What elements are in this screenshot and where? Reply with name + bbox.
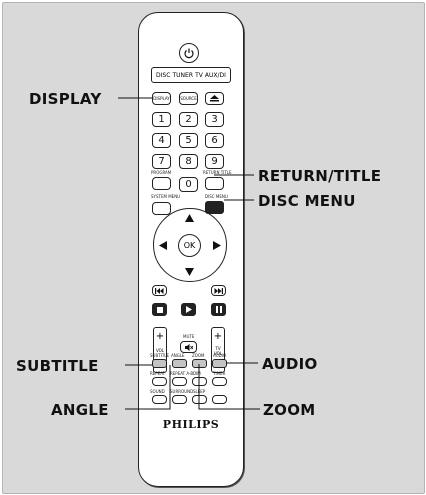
digit-0-button[interactable]: 0 <box>179 177 198 192</box>
play-button[interactable] <box>181 303 196 316</box>
nav-ring <box>153 208 227 282</box>
surround-button[interactable] <box>172 395 187 404</box>
extra-button[interactable] <box>212 395 227 404</box>
angle-button[interactable] <box>172 359 187 368</box>
repeat-ab-label: REPEAT A-B <box>170 371 194 376</box>
digit-6-button[interactable]: 6 <box>205 133 224 148</box>
tv-vol-label: TV VOL <box>213 346 223 356</box>
program-label: PROGRAM <box>151 170 172 175</box>
digit-2-button[interactable]: 2 <box>179 112 198 127</box>
mute-label: MUTE <box>183 334 195 339</box>
previous-icon <box>155 287 164 294</box>
arrow-right-icon[interactable] <box>213 241 221 250</box>
arrow-left-icon[interactable] <box>159 241 167 250</box>
source-button[interactable]: SOURCE <box>179 92 198 105</box>
arrow-up-icon[interactable] <box>185 214 194 222</box>
surround-label: SURROUND <box>170 389 194 394</box>
timer-label: TIMER <box>213 371 226 376</box>
brand-logo: PHILIPS <box>162 418 220 431</box>
mute-icon <box>184 343 193 351</box>
pause-icon <box>215 306 222 313</box>
callout-display: DISPLAY <box>29 90 102 108</box>
ok-button[interactable]: OK <box>178 234 201 257</box>
callout-zoom: ZOOM <box>263 401 316 419</box>
system-menu-label: SYSTEM MENU <box>151 194 181 199</box>
source-key-tuner[interactable]: TUNER <box>172 71 193 79</box>
callout-angle: ANGLE <box>51 401 109 419</box>
repeat-button[interactable] <box>152 377 167 386</box>
digit-5-button[interactable]: 5 <box>179 133 198 148</box>
source-key-aux[interactable]: AUX/DI <box>204 71 226 79</box>
timer-button[interactable] <box>212 377 227 386</box>
angle-key-label: ANGLE <box>171 353 185 358</box>
vol-label: VOL <box>155 348 165 353</box>
source-key-disc[interactable]: DISC <box>156 71 171 79</box>
next-icon <box>214 287 223 294</box>
remote-control: DISC TUNER TV AUX/DI DISPLAY SOURCE 1 2 … <box>138 12 244 487</box>
digit-4-button[interactable]: 4 <box>152 133 171 148</box>
eject-button[interactable] <box>205 92 224 105</box>
return-title-button[interactable] <box>205 177 224 190</box>
pause-button[interactable] <box>211 303 226 316</box>
return-title-label: RETURN TITLE <box>203 170 232 175</box>
callout-return-title: RETURN/TITLE <box>258 167 382 185</box>
repeat-label: REPEAT <box>150 371 166 376</box>
dim-label: DIM <box>193 371 201 376</box>
callout-audio: AUDIO <box>262 355 318 373</box>
callout-subtitle: SUBTITLE <box>16 357 99 375</box>
power-button[interactable] <box>179 43 199 63</box>
stop-icon <box>156 306 163 313</box>
digit-1-button[interactable]: 1 <box>152 112 171 127</box>
digit-9-button[interactable]: 9 <box>205 154 224 169</box>
arrow-down-icon[interactable] <box>185 268 194 276</box>
mute-button[interactable] <box>180 341 197 353</box>
sound-button[interactable] <box>152 395 167 404</box>
program-button[interactable] <box>152 177 171 190</box>
zoom-key-label: ZOOM <box>192 353 205 358</box>
disc-menu-label: DISC MENU <box>205 194 228 199</box>
eject-icon <box>210 95 219 102</box>
display-button[interactable]: DISPLAY <box>152 92 171 105</box>
subtitle-button[interactable] <box>152 359 167 368</box>
sound-label: SOUND <box>150 389 165 394</box>
source-strip: DISC TUNER TV AUX/DI <box>151 67 231 83</box>
repeat-ab-button[interactable] <box>172 377 187 386</box>
digit-8-button[interactable]: 8 <box>179 154 198 169</box>
audio-key-label: AUDIO <box>213 353 227 358</box>
source-key-tv[interactable]: TV <box>195 71 203 79</box>
stop-button[interactable] <box>152 303 167 316</box>
previous-button[interactable] <box>152 285 167 296</box>
digit-7-button[interactable]: 7 <box>152 154 171 169</box>
callout-disc-menu: DISC MENU <box>258 192 356 210</box>
subtitle-key-label: SUBTITLE <box>150 353 170 358</box>
digit-3-button[interactable]: 3 <box>205 112 224 127</box>
next-button[interactable] <box>211 285 226 296</box>
system-menu-button[interactable] <box>152 202 171 215</box>
play-icon <box>185 306 192 313</box>
disc-menu-button[interactable] <box>205 201 224 214</box>
power-icon <box>184 48 194 59</box>
